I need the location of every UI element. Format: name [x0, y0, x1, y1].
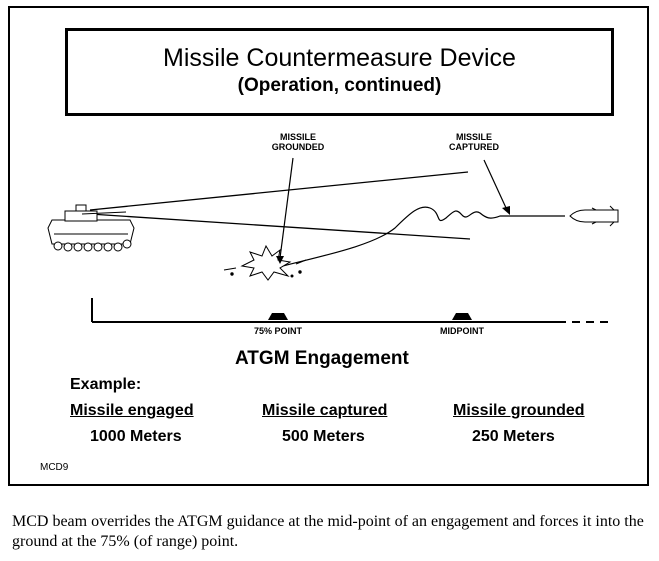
value-missile-captured: 500 Meters [282, 428, 365, 445]
captured-arrowhead [502, 206, 510, 215]
caption-text: MCD beam overrides the ATGM guidance at … [12, 513, 644, 550]
tank-icon [47, 204, 135, 252]
heading-missile-captured: Missile captured [262, 402, 388, 419]
marker-icon [452, 313, 472, 320]
title-box: Missile Countermeasure Device (Operation… [65, 28, 614, 116]
label-missile-grounded: MISSILE GROUNDED [271, 132, 325, 152]
marker-icon [268, 313, 288, 320]
label-missile-captured: MISSILE CAPTURED [448, 132, 499, 152]
heading-missile-grounded: Missile grounded [453, 402, 585, 419]
value-missile-grounded: 250 Meters [472, 428, 555, 445]
engagement-diagram [47, 157, 619, 323]
beam-lower-line [89, 213, 471, 240]
heading-missile-engaged: Missile engaged [70, 402, 194, 419]
slide-title: Missile Countermeasure Device [163, 44, 516, 72]
beam-upper-line [89, 171, 469, 211]
captured-pointer-line [483, 159, 508, 211]
grounded-pointer-line [279, 157, 294, 259]
value-missile-engaged: 1000 Meters [90, 428, 182, 445]
label-midpoint: MIDPOINT [440, 326, 484, 336]
label-75-point: 75% POINT [253, 326, 302, 336]
explosion-icon [223, 244, 307, 281]
grounded-arrowhead [276, 256, 284, 264]
slide-frame: Missile Countermeasure Device (Operation… [8, 6, 649, 486]
missile-path [267, 206, 510, 271]
missile-icon [569, 205, 619, 227]
engagement-title: ATGM Engagement [235, 348, 409, 369]
example-label: Example: [70, 376, 142, 393]
slide-code: MCD9 [40, 462, 69, 473]
slide-subtitle: (Operation, continued) [237, 75, 442, 96]
